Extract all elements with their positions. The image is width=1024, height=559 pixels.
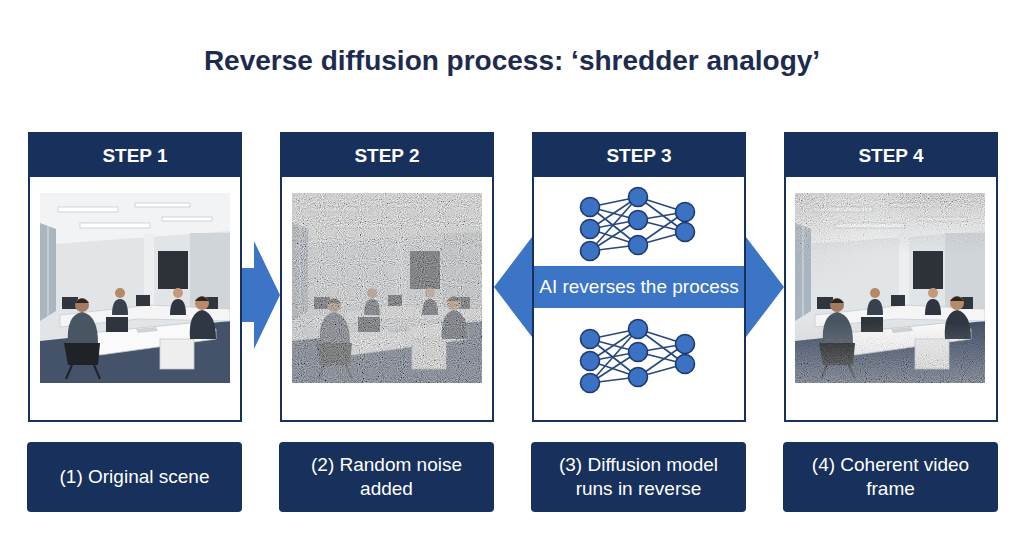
caption-box: (4) Coherent video frame (783, 442, 998, 512)
block-arrow (242, 241, 280, 349)
step-header: STEP 1 (30, 134, 240, 177)
double-block-arrow (494, 237, 784, 337)
step-panel: STEP 1 (28, 132, 242, 422)
diagram-title: Reverse diffusion process: ‘shredder ana… (0, 44, 1024, 78)
caption-text: (2) Random noise added (289, 453, 484, 501)
partly-denoised-photo (795, 193, 985, 383)
step-panel: STEP 4 (784, 132, 998, 422)
caption-text: (4) Coherent video frame (793, 453, 988, 501)
step-header: STEP 3 (534, 134, 744, 177)
noisy-office-photo (292, 193, 482, 383)
step-panel: STEP 2 (280, 132, 494, 422)
office-photo (40, 193, 230, 383)
caption-box: (2) Random noise added (279, 442, 494, 512)
neural-network-icon (581, 320, 695, 393)
caption-box: (3) Diffusion model runs in reverse (531, 442, 746, 512)
caption-text: (1) Original scene (60, 465, 210, 489)
step-header: STEP 4 (786, 134, 996, 177)
step-header: STEP 2 (282, 134, 492, 177)
neural-network-icon (581, 188, 695, 261)
caption-text: (3) Diffusion model runs in reverse (541, 453, 736, 501)
caption-box: (1) Original scene (27, 442, 242, 512)
arrow-label: AI reverses the process (536, 276, 742, 299)
